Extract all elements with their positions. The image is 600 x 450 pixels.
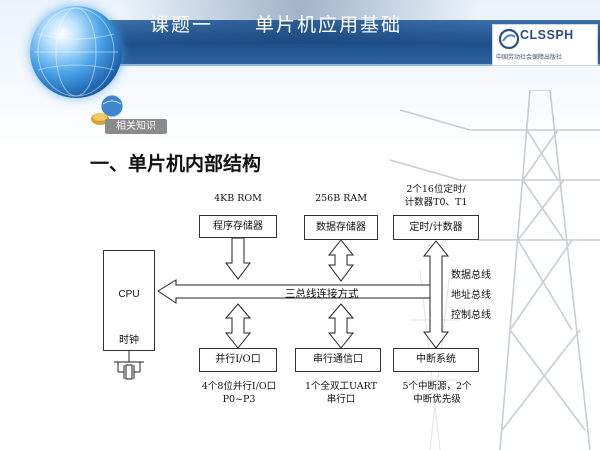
cpu-label: CPU bbox=[118, 289, 140, 300]
tower-background-graphic bbox=[389, 90, 600, 450]
parallel-io-label: 并行I/O口 bbox=[215, 354, 261, 365]
parallel-io-box: 并行I/O口 bbox=[199, 348, 277, 372]
timer-desc-line1: 2个16位定时/ bbox=[406, 184, 466, 195]
timer-counter-label: 定时/计数器 bbox=[409, 222, 463, 233]
interrupt-desc-line1: 5个中断源，2个 bbox=[402, 381, 472, 392]
program-memory-box: 程序存储器 bbox=[199, 215, 277, 238]
timer-desc-line2: 计数器T0、T1 bbox=[404, 197, 468, 208]
section-heading: 一、单片机内部结构 bbox=[90, 153, 262, 175]
rom-to-bus-arrow bbox=[225, 237, 251, 280]
clock-box: 时钟 bbox=[103, 331, 155, 351]
ram-bus-double-arrow bbox=[327, 239, 355, 282]
serial-desc-line1: 1个全双工UART bbox=[305, 381, 377, 392]
bus-connection-label: 三总线连接方式 bbox=[285, 288, 359, 300]
bus-parallel-double-arrow bbox=[224, 303, 252, 349]
data-memory-box: 数据存储器 bbox=[304, 215, 378, 240]
interrupt-system-box: 中断系统 bbox=[393, 348, 479, 372]
header-banner-highlight bbox=[120, 0, 480, 44]
program-memory-label: 程序存储器 bbox=[213, 221, 263, 232]
globe-grid-lines bbox=[34, 7, 118, 97]
slide-title: 课题一 单片机应用基础 bbox=[150, 14, 403, 36]
parallel-desc-line2: P0~P3 bbox=[222, 394, 256, 405]
data-bus-label: 数据总线 bbox=[451, 270, 491, 281]
rom-size-label: 4KB ROM bbox=[214, 193, 262, 204]
globe-icon bbox=[30, 6, 122, 98]
timer-counter-box: 定时/计数器 bbox=[393, 215, 479, 240]
publisher-logo-subtext: 中国劳动社会保障出版社 bbox=[496, 54, 563, 61]
crystal-oscillator-icon bbox=[114, 351, 144, 380]
serial-comm-box: 串行通信口 bbox=[295, 348, 381, 372]
interrupt-desc-line2: 中断优先级 bbox=[413, 394, 461, 405]
parallel-desc-line1: 4个8位并行I/O口 bbox=[201, 381, 277, 392]
bus-serial-double-arrow bbox=[327, 303, 355, 349]
interrupt-system-label: 中断系统 bbox=[416, 354, 456, 365]
control-bus-label: 控制总线 bbox=[451, 310, 491, 321]
ram-size-label: 256B RAM bbox=[315, 193, 367, 204]
address-bus-label: 地址总线 bbox=[451, 290, 491, 301]
publisher-logo-mark-icon bbox=[498, 28, 520, 50]
publisher-logo-text: CLSSPH bbox=[520, 28, 574, 42]
serial-comm-label: 串行通信口 bbox=[313, 354, 363, 365]
knowledge-badge: 相关知识 bbox=[105, 119, 167, 134]
data-memory-label: 数据存储器 bbox=[316, 222, 366, 233]
serial-desc-line2: 串行口 bbox=[326, 394, 356, 405]
knowledge-badge-icon bbox=[91, 94, 124, 125]
